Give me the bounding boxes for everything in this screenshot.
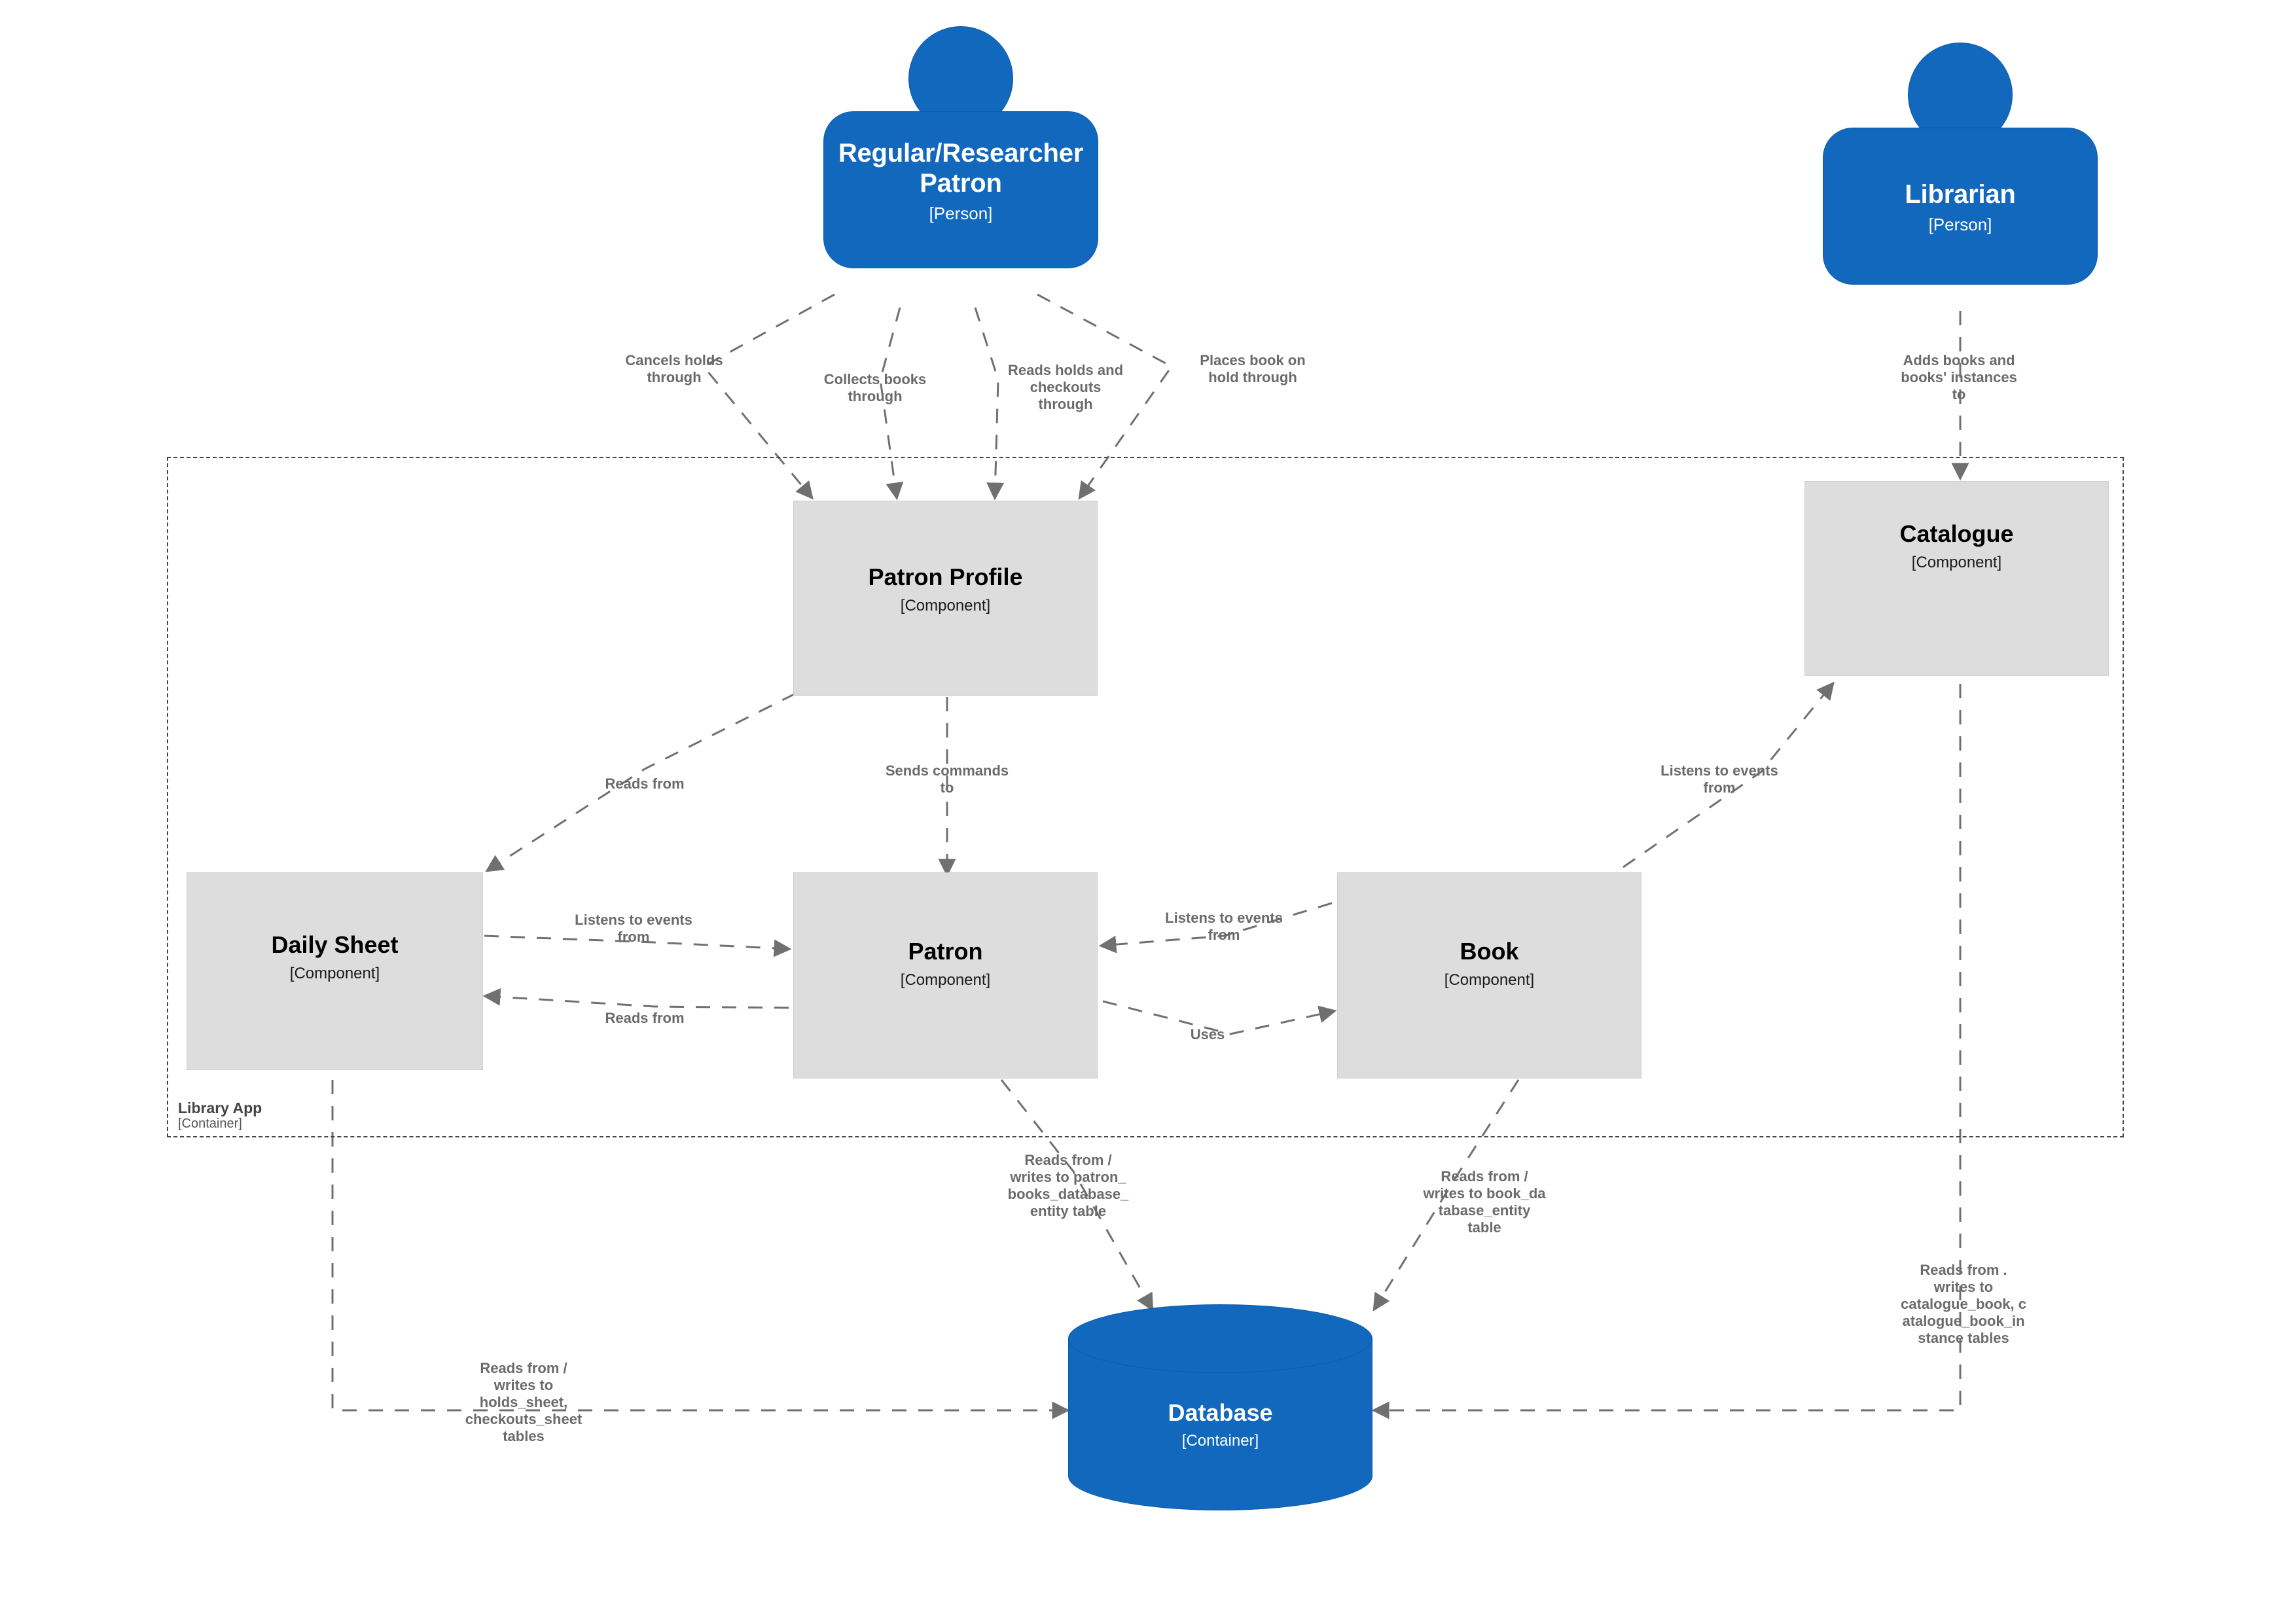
- edge-label-book-listens-patron: Listens to events from: [1165, 910, 1283, 943]
- edge-label-reads-holds-checkouts: Reads holds and checkouts through: [1007, 362, 1124, 412]
- component-catalogue[interactable]: Catalogue [Component]: [1804, 481, 2109, 676]
- component-title: Catalogue: [1899, 520, 2014, 547]
- edge-label-adds-books: Adds books and books' instances to: [1901, 352, 2017, 402]
- edge-label-places-hold: Places book on hold through: [1200, 352, 1306, 385]
- component-type: [Component]: [900, 596, 991, 615]
- person-title: Regular/Researcher Patron: [838, 139, 1084, 198]
- edge-label-cancels-holds: Cancels holds through: [625, 352, 723, 385]
- edge-label-patron-reads-dailysheet: Reads from: [605, 1010, 685, 1026]
- person-body-icon: Librarian [Person]: [1823, 128, 2098, 285]
- library-app-boundary: [167, 457, 2124, 1137]
- boundary-name: Library App: [178, 1099, 262, 1116]
- person-body-icon: Regular/Researcher Patron [Person]: [823, 111, 1098, 268]
- component-type: [Component]: [1911, 553, 2002, 571]
- component-title: Book: [1460, 938, 1519, 965]
- database-title: Database: [1168, 1399, 1273, 1426]
- component-type: [Component]: [900, 971, 991, 989]
- edge-label-book-db: Reads from / writes to book_da tabase_en…: [1423, 1168, 1546, 1236]
- boundary-type: [Container]: [178, 1116, 242, 1132]
- container-database[interactable]: Database [Container]: [1068, 1304, 1372, 1510]
- person-librarian[interactable]: Librarian [Person]: [1823, 43, 2098, 317]
- component-patron[interactable]: Patron [Component]: [793, 872, 1098, 1079]
- edge-label-dailysheet-listens-patron: Listens to events from: [575, 912, 692, 945]
- component-daily-sheet[interactable]: Daily Sheet [Component]: [187, 872, 483, 1070]
- edge-label-collects-books: Collects books through: [823, 371, 927, 404]
- database-label-group: Database [Container]: [1068, 1399, 1372, 1450]
- database-type: [Container]: [1181, 1432, 1259, 1450]
- component-book[interactable]: Book [Component]: [1337, 872, 1641, 1079]
- edge-label-book-listens-catalogue: Listens to events from: [1660, 762, 1778, 796]
- edge-label-dailysheet-db: Reads from / writes to holds_sheet, chec…: [465, 1360, 583, 1444]
- edge-label-catalogue-db: Reads from . writes to catalogue_book, c…: [1901, 1262, 2026, 1346]
- person-regular-researcher-patron[interactable]: Regular/Researcher Patron [Person]: [823, 26, 1098, 308]
- edge-label-sends-commands: Sends commands to: [885, 762, 1009, 796]
- person-type: [Person]: [929, 204, 993, 223]
- library-app-boundary-label: Library App [Container]: [178, 1099, 453, 1132]
- person-title: Librarian: [1905, 180, 2016, 209]
- edge-label-patron-uses-book: Uses: [1190, 1026, 1225, 1043]
- database-cylinder-top: [1068, 1304, 1372, 1373]
- component-title: Daily Sheet: [271, 931, 399, 958]
- edge-label-patron-db: Reads from / writes to patron_ books_dat…: [1007, 1152, 1129, 1219]
- component-patron-profile[interactable]: Patron Profile [Component]: [793, 501, 1098, 696]
- component-type: [Component]: [1444, 971, 1535, 989]
- component-type: [Component]: [289, 964, 380, 982]
- component-title: Patron Profile: [868, 563, 1023, 590]
- component-title: Patron: [908, 938, 983, 965]
- person-type: [Person]: [1928, 215, 1992, 234]
- edge-label-profile-reads-dailysheet: Reads from: [605, 776, 685, 792]
